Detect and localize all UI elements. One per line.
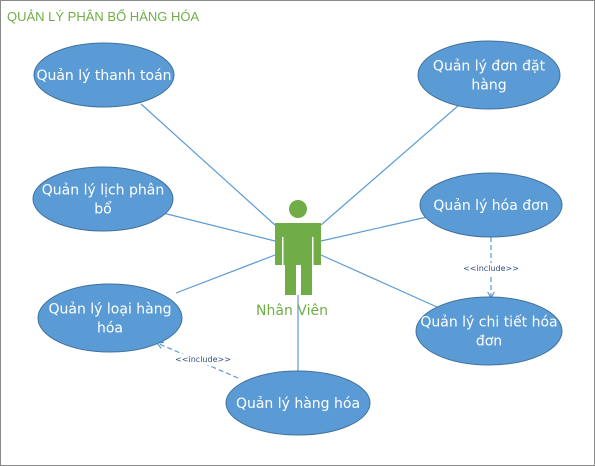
association-line-hoa-don bbox=[320, 216, 428, 242]
association-line-don-dat-hang bbox=[320, 104, 460, 226]
use-case-label: Quản lý hóa đơn bbox=[433, 198, 548, 214]
actor-nhan-vien: Nhân Viên bbox=[256, 200, 328, 319]
use-case-thanh-toan[interactable]: Quản lý thanh toán bbox=[33, 42, 175, 108]
use-case-ellipse[interactable] bbox=[37, 283, 183, 353]
use-case-hoa-don[interactable]: Quản lý hóa đơn bbox=[419, 172, 563, 238]
use-case-ellipse[interactable] bbox=[33, 42, 175, 108]
include-hang-hoa-to-loai-hang-hoa: <<include>> bbox=[155, 341, 239, 379]
use-case-ellipse[interactable] bbox=[225, 370, 371, 436]
diagram-title: QUẢN LÝ PHÂN BỔ HÀNG HÓA bbox=[7, 9, 199, 24]
use-case-chi-tiet-hoa-don[interactable]: Quản lý chi tiết hóa đơn bbox=[415, 296, 563, 366]
use-case-label: đơn bbox=[476, 334, 502, 350]
use-case-label: Quản lý thanh toán bbox=[36, 68, 171, 84]
association-line-loai-hang-hoa bbox=[175, 254, 276, 294]
person-icon bbox=[275, 200, 321, 295]
use-case-label: bổ bbox=[94, 201, 112, 218]
use-case-label: Quản lý hàng hóa bbox=[236, 396, 360, 412]
use-case-label: Quản lý chi tiết hóa bbox=[420, 314, 557, 331]
association-line-chi-tiet-hoa-don bbox=[320, 254, 438, 308]
use-case-lich-phan-bo[interactable]: Quản lý lịch phân bổ bbox=[32, 166, 174, 232]
association-lines bbox=[140, 103, 460, 371]
use-case-loai-hang-hoa[interactable]: Quản lý loại hàng hóa bbox=[37, 283, 183, 353]
use-case-ellipse[interactable] bbox=[417, 40, 561, 110]
use-case-ellipse[interactable] bbox=[415, 296, 563, 366]
use-case-label: Quản lý loại hàng bbox=[48, 302, 171, 318]
association-line-thanh-toan bbox=[140, 103, 276, 226]
use-case-label: Quản lý lịch phân bbox=[42, 183, 164, 199]
include-label-background bbox=[176, 354, 230, 365]
use-case-ellipse[interactable] bbox=[419, 172, 563, 238]
association-line-lich-phan-bo bbox=[162, 212, 276, 242]
use-case-hang-hoa[interactable]: Quản lý hàng hóa bbox=[225, 370, 371, 436]
include-relations: <<include>> <<include>> bbox=[155, 237, 519, 379]
use-case-label: hàng bbox=[471, 78, 506, 94]
include-label: <<include>> bbox=[463, 264, 519, 273]
include-label: <<include>> bbox=[175, 355, 231, 364]
use-case-don-dat-hang[interactable]: Quản lý đơn đặt hàng bbox=[417, 40, 561, 110]
include-label-background bbox=[464, 263, 518, 274]
actor-name: Nhân Viên bbox=[256, 303, 328, 319]
use-case-label: Quản lý đơn đặt bbox=[433, 59, 546, 75]
use-case-ellipse[interactable] bbox=[32, 166, 174, 232]
include-hoa-don-to-chi-tiet-hoa-don: <<include>> bbox=[463, 237, 519, 300]
use-case-label: hóa bbox=[97, 321, 123, 337]
